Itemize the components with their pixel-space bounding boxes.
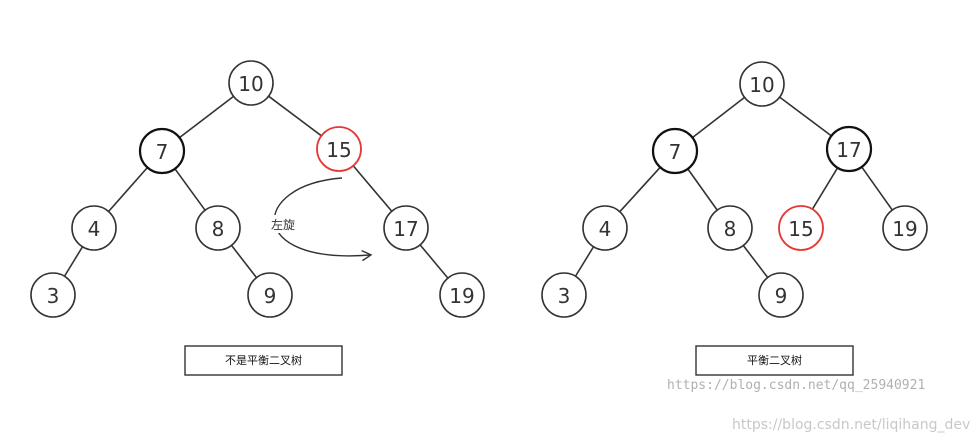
watermark-url-1: https://blog.csdn.net/qq_25940921	[667, 378, 925, 393]
left-node-label: 19	[449, 284, 474, 308]
left-node-label: 3	[47, 284, 60, 308]
left-node-10: 10	[228, 60, 274, 106]
left-node-circle	[247, 272, 293, 318]
left-edge-n4-n3	[63, 246, 84, 277]
right-node-circle	[707, 205, 753, 251]
left-caption: 不是平衡二叉树	[184, 345, 343, 376]
right-node-circle	[651, 127, 699, 175]
right-node-label: 9	[775, 284, 788, 308]
right-edge-m7-m4	[619, 166, 661, 213]
left-node-label: 10	[238, 72, 263, 96]
right-node-label: 8	[724, 217, 737, 241]
left-node-circle	[195, 205, 241, 251]
right-node-8: 8	[707, 205, 753, 251]
left-node-9: 9	[247, 272, 293, 318]
left-caption-box	[184, 345, 343, 376]
right-tree-nodes: 10 7 17 4 8 15 19 3 9	[541, 61, 928, 318]
right-node-circle	[582, 205, 628, 251]
left-edge-n7-n4	[107, 166, 149, 213]
right-edge-m17-m15	[811, 167, 839, 210]
left-node-circle	[383, 205, 429, 251]
right-edge-m10-m7	[691, 96, 746, 139]
right-node-10: 10	[739, 61, 785, 107]
right-node-label: 3	[558, 284, 571, 308]
right-node-17: 17	[825, 125, 873, 173]
right-node-label: 15	[788, 217, 813, 241]
right-node-label: 17	[836, 138, 861, 162]
left-node-circle	[138, 127, 186, 175]
left-node-7: 7	[138, 127, 186, 175]
right-node-19: 19	[882, 205, 928, 251]
right-caption-text: 平衡二叉树	[747, 353, 802, 367]
left-node-label: 15	[326, 138, 351, 162]
left-edge-n15-n17	[352, 165, 393, 212]
left-tree-edges	[63, 95, 449, 279]
right-node-circle	[541, 272, 587, 318]
left-node-15: 15	[316, 126, 362, 172]
right-node-circle	[882, 205, 928, 251]
rotation-label-bg	[264, 215, 302, 233]
left-node-label: 17	[393, 217, 418, 241]
left-node-label: 9	[264, 284, 277, 308]
left-node-label: 4	[88, 217, 101, 241]
left-node-circle	[71, 205, 117, 251]
right-node-label: 19	[892, 217, 917, 241]
right-node-circle	[825, 125, 873, 173]
left-tree-nodes: 10 7 15 4 8 17 3 9 19	[30, 60, 485, 318]
left-edge-n8-n9	[230, 244, 258, 279]
left-node-label: 7	[156, 140, 169, 164]
right-node-circle	[758, 272, 804, 318]
right-edge-m8-m9	[742, 245, 769, 278]
left-edge-n10-n7	[178, 95, 235, 139]
right-node-9: 9	[758, 272, 804, 318]
right-caption: 平衡二叉树	[695, 345, 854, 376]
left-node-circle	[439, 272, 485, 318]
left-node-circle	[30, 272, 76, 318]
right-edge-m7-m8	[687, 168, 718, 211]
left-node-3: 3	[30, 272, 76, 318]
right-edge-m10-m17	[779, 96, 832, 137]
right-node-circle	[739, 61, 785, 107]
watermark-url-2: https://blog.csdn.net/liqihang_dev	[732, 417, 970, 433]
right-node-label: 7	[669, 140, 682, 164]
right-edge-m17-m19	[861, 166, 893, 211]
right-caption-box	[695, 345, 854, 376]
right-node-circle	[778, 205, 824, 251]
left-node-circle	[316, 126, 362, 172]
right-node-7: 7	[651, 127, 699, 175]
left-node-label: 8	[212, 217, 225, 241]
left-node-17: 17	[383, 205, 429, 251]
left-edge-n10-n15	[268, 95, 322, 137]
left-node-19: 19	[439, 272, 485, 318]
right-node-label: 10	[749, 73, 774, 97]
right-node-label: 4	[599, 217, 612, 241]
right-node-3: 3	[541, 272, 587, 318]
left-edge-n7-n8	[174, 168, 206, 211]
left-node-8: 8	[195, 205, 241, 251]
right-tree-edges	[574, 96, 893, 278]
left-node-circle	[228, 60, 274, 106]
left-edge-n17-n19	[419, 244, 449, 279]
rotation-label: 左旋	[271, 217, 295, 232]
right-edge-m4-m3	[574, 246, 595, 277]
left-caption-text: 不是平衡二叉树	[225, 353, 302, 367]
right-node-4: 4	[582, 205, 628, 251]
left-node-4: 4	[71, 205, 117, 251]
right-node-15: 15	[778, 205, 824, 251]
